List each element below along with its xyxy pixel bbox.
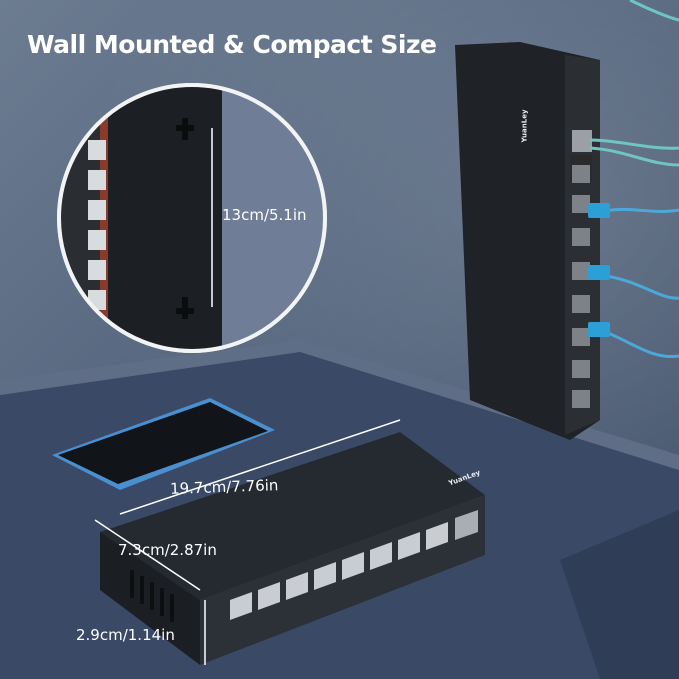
headline: Wall Mounted & Compact Size xyxy=(27,30,437,59)
dimension-height: 2.9cm/1.14in xyxy=(76,626,175,644)
dimension-width: 7.3cm/2.87in xyxy=(118,541,217,559)
front-ports xyxy=(230,522,448,620)
fiber-cables xyxy=(589,0,679,167)
dimension-lines xyxy=(94,419,401,665)
dimension-wall-height: 13cm/5.1in xyxy=(222,206,307,224)
sfp-slot xyxy=(455,510,478,540)
smartphone-icon xyxy=(52,398,275,490)
desk-switch xyxy=(100,432,485,665)
wall-switch xyxy=(455,42,600,440)
mount-keyhole-top xyxy=(176,118,194,140)
sfp-port xyxy=(572,130,592,152)
cable-plugs xyxy=(588,203,610,337)
zoom-circle xyxy=(57,83,327,353)
wall-switch-brand: YuanLey xyxy=(520,109,529,143)
mount-keyhole-bottom xyxy=(176,297,194,319)
dimension-length: 19.7cm/7.76in xyxy=(169,476,279,498)
vent-slots xyxy=(130,570,174,622)
desk-front-shade xyxy=(560,510,679,679)
wall-switch-ports xyxy=(572,165,590,408)
ethernet-cables xyxy=(599,207,679,359)
